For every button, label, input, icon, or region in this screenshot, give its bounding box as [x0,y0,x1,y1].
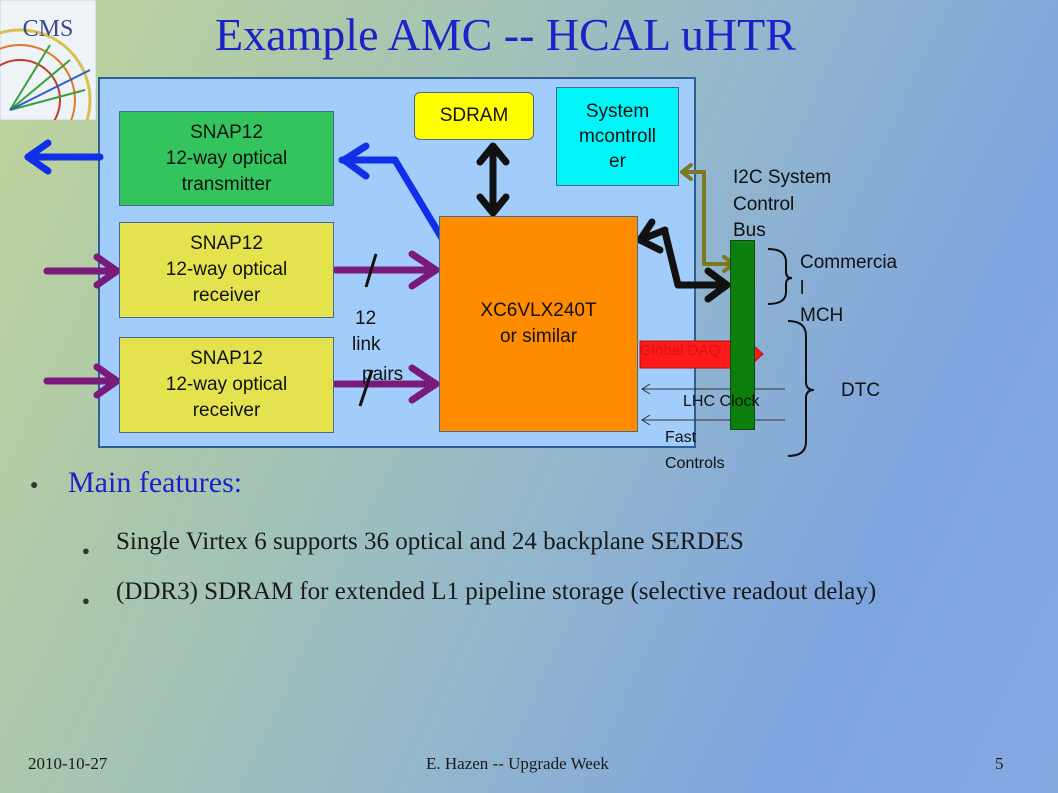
fpga-backplane-arrow [636,218,731,303]
receiver2-line1: SNAP12 [190,348,263,369]
feature-item-text: (DDR3) SDRAM for extended L1 pipeline st… [116,578,877,605]
system-controller-line3: er [609,151,626,172]
dtc-label: DTC [841,380,881,401]
optical-input-arrow-1 [43,253,121,289]
receiver1-to-fpga-arrow [332,250,440,290]
fpga-to-transmitter-arrow [338,142,450,249]
backplane-bar [730,240,755,430]
fast-controls-arrow [641,414,785,426]
receiver2-to-fpga-arrow [332,364,440,404]
sdram-fpga-bidirectional-arrow [476,142,510,217]
transmitter-line2: 12-way optical [165,147,288,169]
link-slash-lower [358,369,374,407]
lhc-clock-label: LHC Clock [683,393,760,410]
dtc-brace [787,320,815,457]
optical-input-arrow-2 [43,363,121,399]
mch-label-line1: Commercia [800,252,898,273]
bullet-dot-icon: ● [82,593,90,608]
lhc-clock-arrow [641,383,785,395]
system-controller-line1: System [585,101,650,122]
snap12-transmitter: SNAP12 12-way optical transmitter [119,111,334,206]
transmitter-line1: SNAP12 [190,121,263,143]
receiver2-line3: receiver [192,400,261,421]
link-slash-upper [364,253,378,288]
footer-author: E. Hazen -- Upgrade Week [426,754,609,773]
system-controller-line2: mcontroll [578,126,657,147]
transmitter-line3: transmitter [181,173,272,195]
snap12-receiver-2: SNAP12 12-way optical receiver [119,337,334,433]
slide-title: Example AMC -- HCAL uHTR [215,9,796,60]
mch-label-line3: MCH [800,305,844,326]
fast-controls-line2: Controls [665,455,725,472]
footer-date: 2010-10-27 [28,754,108,773]
link-pairs-line1: 12 [355,308,377,329]
cms-logo-text: CMS [23,16,74,42]
i2c-label-line1: I2C System [733,167,832,188]
page-number: 5 [995,754,1004,773]
link-pairs-line2: link [352,334,381,355]
fpga-line2: or similar [499,326,578,347]
receiver1-line2: 12-way optical [165,259,288,280]
optical-output-arrow [24,139,104,175]
mch-label-line2: l [800,278,805,299]
receiver1-line3: receiver [192,285,261,306]
sdram-label: SDRAM [439,105,509,126]
sdram-box: SDRAM [414,92,534,140]
receiver2-line2: 12-way optical [165,374,288,395]
snap12-receiver-1: SNAP12 12-way optical receiver [119,222,334,318]
fpga-box: XC6VLX240T or similar [439,216,638,432]
global-daq-label: Global DAQ [640,342,721,359]
feature-item-text: Single Virtex 6 supports 36 optical and … [116,528,744,555]
system-controller-box: System mcontroll er [556,87,679,186]
link-pairs-line3: pairs [362,364,404,385]
bullet-dot-icon: ● [30,478,39,493]
main-features-heading-text: Main features: [68,466,243,499]
receiver1-line1: SNAP12 [190,233,263,254]
fast-controls-line1: Fast [665,429,697,446]
i2c-label-line2: Control [733,194,795,215]
i2c-label-line3: Bus [733,220,766,241]
mch-brace [767,248,793,305]
i2c-arrow [680,163,736,273]
fpga-line1: XC6VLX240T [480,300,597,321]
bullet-dot-icon: ● [82,543,90,558]
